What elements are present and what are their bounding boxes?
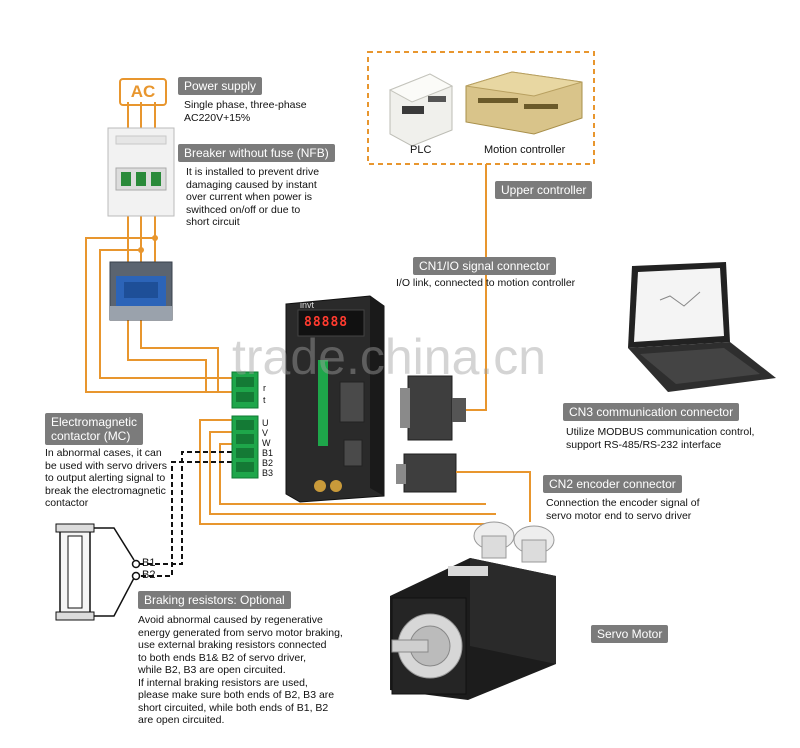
resistor-b1-label: B1	[142, 557, 156, 569]
cn1-wire	[462, 164, 487, 411]
motion-controller-label: Motion controller	[484, 144, 566, 156]
terminal-blocks	[231, 371, 259, 479]
ac-source-label: AC	[119, 78, 167, 106]
breaker-desc: It is installed to prevent drive damagin…	[186, 166, 320, 228]
upper-controller-frame	[367, 51, 595, 165]
motion-controller-device	[465, 71, 583, 135]
braking-resistor-desc: Avoid abnormal caused by regenerative en…	[138, 614, 343, 726]
terminal-label-v: V	[262, 428, 269, 438]
terminal-label-w: W	[262, 438, 271, 448]
terminal-label-u: U	[262, 418, 269, 428]
contactor-device	[109, 261, 173, 321]
power-supply-tag: Power supply	[178, 77, 263, 95]
terminal-label-t: t	[263, 395, 266, 405]
contactor-tag: Electromagnetic contactor (MC)	[45, 413, 144, 445]
breaker-device	[107, 127, 175, 217]
cn2-wire	[456, 471, 531, 522]
breaker-tag: Breaker without fuse (NFB)	[178, 144, 335, 162]
cn1-desc: I/O link, connected to motion controller	[396, 277, 576, 289]
power-supply-desc: Single phase, three-phase AC220V+15%	[184, 99, 307, 124]
servo-motor-tag: Servo Motor	[591, 625, 669, 643]
laptop-device	[628, 262, 776, 392]
braking-resistor-tag: Braking resistors: Optional	[138, 591, 291, 609]
plc-device	[388, 73, 454, 147]
cn2-tag: CN2 encoder connector	[543, 475, 682, 493]
power-wires	[85, 102, 232, 393]
braking-resistor-device	[55, 523, 135, 621]
terminal-label-r: r	[263, 383, 266, 393]
servo-motor-device	[390, 521, 556, 700]
servo-drive-device	[285, 295, 385, 503]
terminal-label-b1: B1	[262, 448, 274, 458]
watermark: trade.china.cn	[232, 329, 547, 385]
cn3-desc: Utilize MODBUS communication control, su…	[566, 426, 755, 451]
terminal-label-b2: B2	[262, 458, 274, 468]
upper-controller-tag: Upper controller	[495, 181, 593, 199]
drive-brand-logo: invt	[300, 300, 315, 310]
cn3-tag: CN3 communication connector	[563, 403, 740, 421]
cn1-tag: CN1/IO signal connector	[413, 257, 556, 275]
braking-wires	[136, 451, 232, 577]
contactor-desc: In abnormal cases, it can be used with s…	[45, 447, 167, 509]
plc-label: PLC	[410, 144, 432, 156]
resistor-b2-label: B2	[142, 569, 156, 581]
terminal-label-b3: B3	[262, 468, 274, 478]
drive-led-display: 88888	[304, 315, 349, 330]
cn2-desc: Connection the encoder signal of servo m…	[546, 497, 700, 522]
cn2-connector	[396, 453, 457, 493]
cn1-connector	[400, 375, 466, 441]
